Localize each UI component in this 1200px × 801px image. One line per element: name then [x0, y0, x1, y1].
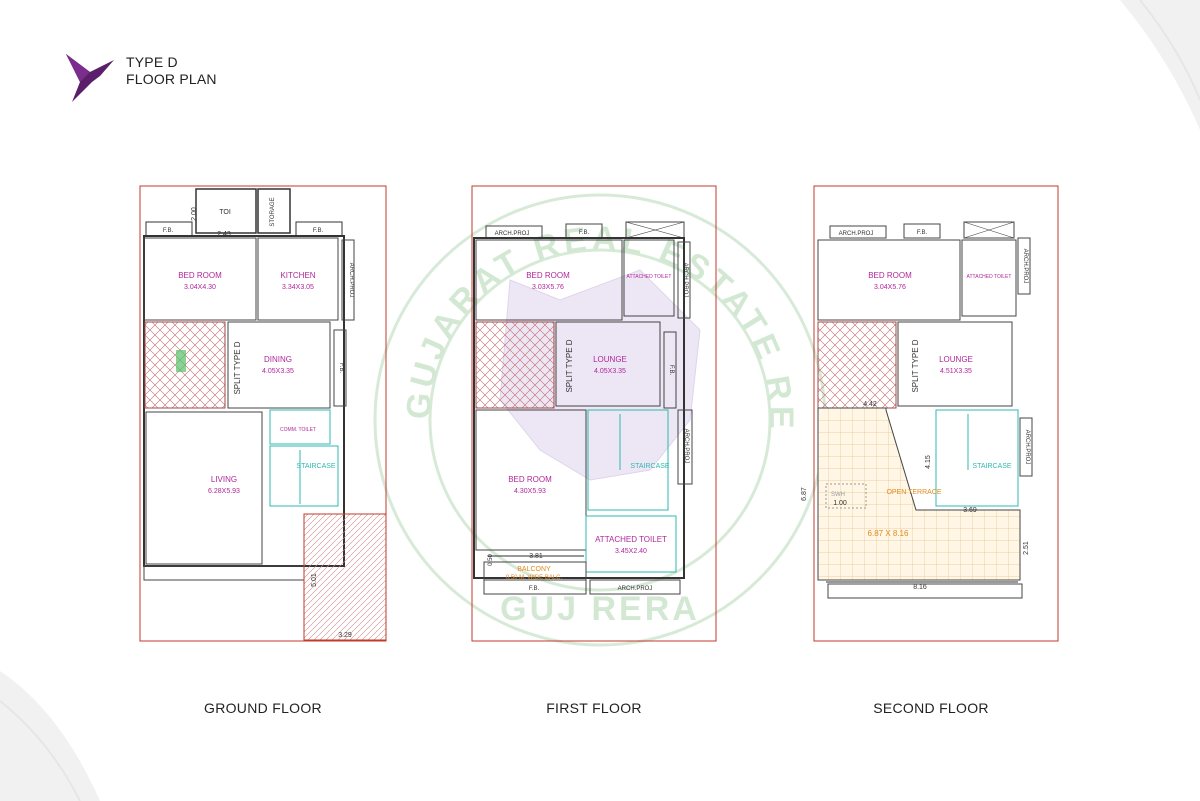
gf-toi: TOI	[219, 209, 231, 216]
ff-bedroom2-name: BED ROOM	[508, 475, 552, 484]
gf-dining-size: 4.05X3.35	[262, 368, 294, 375]
first-floor-plan: ARCH.PROJ F.B. BED ROOM 3.03X5.76 ATTACH…	[471, 185, 717, 642]
header: TYPE D FLOOR PLAN	[64, 52, 217, 104]
second-floor-plan: ARCH.PROJ F.B. BED ROOM 3.04X5.76 ATTACH…	[801, 185, 1059, 642]
ff-staircase: STAIRCASE	[630, 463, 669, 470]
ff-bedroom1-name: BED ROOM	[526, 271, 570, 280]
sf-bedroom-size: 3.04X5.76	[874, 284, 906, 291]
ff-split-type: SPLIT TYPE D	[565, 339, 574, 392]
bird-logo-icon	[66, 54, 114, 102]
gf-kitchen-name: KITCHEN	[280, 271, 315, 280]
corner-swoosh-bottom-left	[0, 671, 100, 801]
sf-dim-251: 2.51	[1023, 541, 1030, 555]
ground-floor-plan: TOI 2.00 STORAGE 2.43 F.B. F.B. BED ROOM…	[139, 185, 387, 642]
gf-dim-501: 5.01	[311, 573, 318, 587]
gf-living-name: LIVING	[211, 475, 237, 484]
ff-dim-381: 3.81	[529, 553, 543, 560]
gf-living-size: 6.28X5.93	[208, 488, 240, 495]
gf-arch-proj: ARCH.PROJ	[348, 263, 354, 298]
sf-bedroom-name: BED ROOM	[868, 271, 912, 280]
gf-bedroom-name: BED ROOM	[178, 271, 222, 280]
sf-staircase: STAIRCASE	[972, 463, 1011, 470]
sf-dim-100: 1.00	[833, 500, 847, 507]
sf-arch-proj1: ARCH.PROJ	[839, 231, 874, 237]
gf-dim-329: 3.29	[338, 632, 352, 639]
plan-subtitle: FLOOR PLAN	[126, 71, 217, 87]
ff-arch-proj3: ARCH.PROJ	[683, 429, 689, 464]
gf-storage: STORAGE	[270, 197, 276, 226]
sf-fb1: F.B.	[917, 230, 928, 236]
ff-dim-050: 0.50	[488, 554, 494, 566]
sf-swh: SWH	[831, 492, 845, 498]
first-floor-label: FIRST FLOOR	[546, 700, 642, 716]
ff-balcony-name: BALCONY	[517, 566, 551, 573]
rera-watermark: GUJARAT REAL ESTATE REGULATORY AUTHORITY…	[0, 0, 827, 647]
gf-dim-243: 2.43	[217, 231, 231, 238]
gf-fb3: F.B.	[338, 363, 344, 374]
sf-lounge-name: LOUNGE	[939, 355, 973, 364]
ff-bedroom2-size: 4.30X5.93	[514, 488, 546, 495]
ff-arch-proj1: ARCH.PROJ	[495, 231, 530, 237]
sf-arch-proj2: ARCH.PROJ	[1022, 249, 1028, 284]
ff-fb1: F.B.	[579, 230, 590, 236]
sf-dim-442: 4.42	[863, 401, 877, 408]
ff-balcony-note: 0.50 M. WIDE BALC.	[506, 575, 563, 581]
watermark-bottom-text: GUJ RERA	[500, 590, 700, 628]
sf-split-type: SPLIT TYPE D	[911, 339, 920, 392]
ff-lounge-size: 4.05X3.35	[594, 368, 626, 375]
ff-fb3: F.B.	[529, 586, 540, 592]
sf-lounge-size: 4.51X3.35	[940, 368, 972, 375]
corner-swoosh-top-right	[1120, 0, 1200, 130]
sf-dim-415: 4.15	[925, 455, 932, 469]
gf-dim-200: 2.00	[191, 207, 198, 221]
plan-type-title: TYPE D	[126, 54, 178, 70]
sf-dim-369: 3.69	[963, 507, 977, 514]
sf-arch-proj3: ARCH.PROJ	[1024, 430, 1030, 465]
sf-dim-687: 6.87	[801, 487, 808, 501]
ff-bedroom1-size: 3.03X5.76	[532, 284, 564, 291]
ff-attached-toilet-size: 3.45X2.40	[615, 548, 647, 555]
ground-floor-label: GROUND FLOOR	[204, 700, 322, 716]
gf-dining-name: DINING	[264, 355, 292, 364]
gf-staircase: STAIRCASE	[296, 463, 335, 470]
sf-dim-816: 8.16	[913, 584, 927, 591]
gf-split-type: SPLIT TYPE D	[233, 341, 242, 394]
ff-attached-toilet-small: ATTACHED TOILET	[627, 274, 672, 280]
gf-fb1: F.B.	[163, 228, 174, 234]
ff-lounge-name: LOUNGE	[593, 355, 627, 364]
ground-plot-boundary	[139, 185, 387, 642]
gf-kitchen-size: 3.34X3.05	[282, 284, 314, 291]
gf-fb2: F.B.	[313, 228, 324, 234]
gf-comm-toilet: COMM. TOILET	[280, 427, 316, 433]
title-block: TYPE D FLOOR PLAN	[126, 54, 217, 88]
ff-attached-toilet-name: ATTACHED TOILET	[595, 535, 667, 544]
gf-bedroom-size: 3.04X4.30	[184, 284, 216, 291]
sf-attached-toilet-small: ATTACHED TOILET	[967, 274, 1012, 280]
ff-arch-proj4: ARCH.PROJ	[618, 586, 653, 592]
ff-fb2: F.B.	[668, 365, 674, 376]
sf-open-terrace: OPEN TERRACE	[886, 489, 941, 496]
ff-arch-proj2: ARCH.PROJ	[682, 263, 688, 298]
second-floor-label: SECOND FLOOR	[873, 700, 989, 716]
sf-terrace-size: 6.87 X 8.16	[868, 529, 909, 538]
